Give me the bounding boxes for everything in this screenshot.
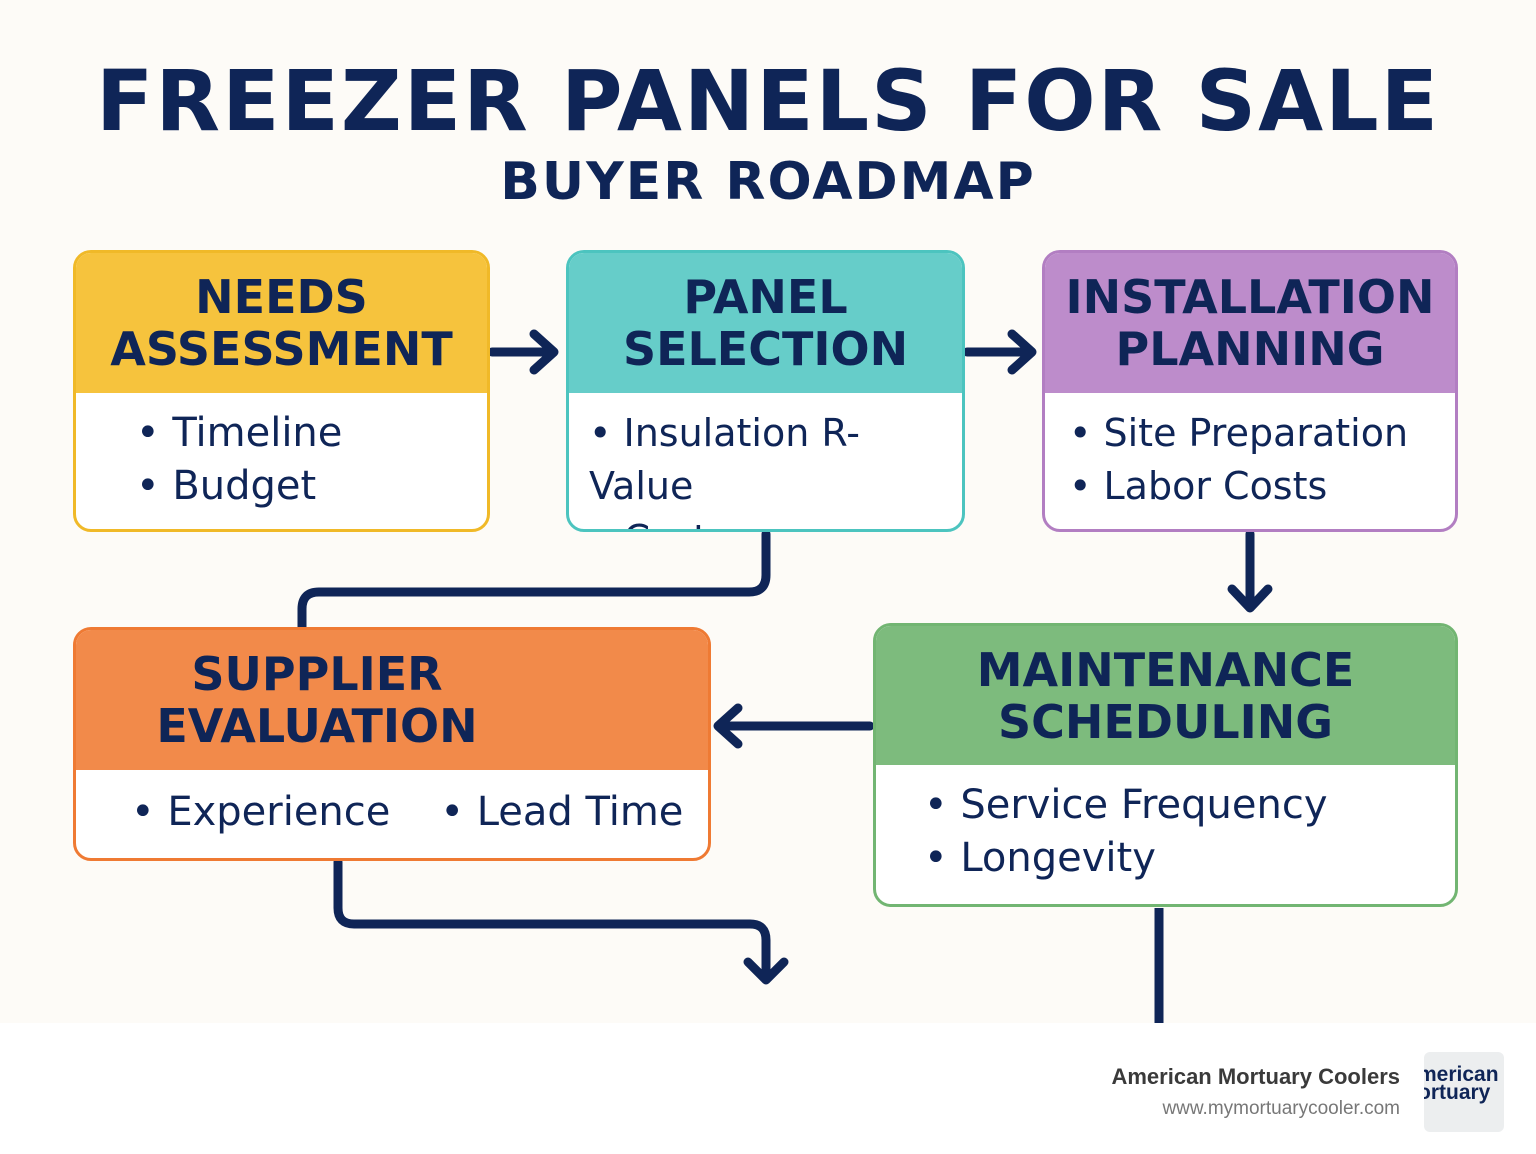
list-item: Timeline [136,407,487,460]
step-supplier-evaluation: SUPPLIER EVALUATION Experience Lead Time [73,627,711,861]
list-item: Experience [131,786,390,839]
list-item: Lead Time [440,786,684,839]
step-needs-assessment: NEEDS ASSESSMENT TimelineBudget [73,250,490,532]
list-item: Service Frequency [924,779,1455,832]
brand-name: American Mortuary Coolers [1111,1064,1400,1089]
arrow-panel-to-installation [962,329,1037,375]
brand-url: www.mymortuarycooler.com [1162,1098,1400,1119]
step-panel-selection: PANEL SELECTION Insulation R-ValueCost [566,250,965,532]
step-title: NEEDS ASSESSMENT [76,253,487,393]
list-item: Site Preparation [1069,407,1455,460]
step-title: MAINTENANCE SCHEDULING [876,626,1455,765]
list-item: Cost [589,513,962,529]
list-item: Longevity [924,832,1455,885]
brand-block: American Mortuary Coolers www.mymortuary… [1111,1064,1400,1120]
connector-panel-to-supplier [297,529,771,632]
step-title: INSTALLATION PLANNING [1045,253,1455,393]
footer [0,1023,1536,1154]
arrow-needs-to-panel [487,329,559,375]
arrow-supplier-out [333,857,789,985]
subtitle: BUYER ROADMAP [500,152,1036,212]
step-title: PANEL SELECTION [569,253,962,393]
main-title: FREEZER PANELS FOR SALE [96,52,1440,150]
list-item: Budget [136,460,487,513]
step-installation-planning: INSTALLATION PLANNING Site PreparationLa… [1042,250,1458,532]
arrow-maintenance-to-supplier [713,703,875,749]
list-item: Labor Costs [1069,460,1455,513]
arrow-installation-to-maintenance [1227,529,1273,613]
list-item: Insulation R-Value [589,407,962,513]
step-title: SUPPLIER EVALUATION [76,630,708,770]
step-maintenance-scheduling: MAINTENANCE SCHEDULING Service Frequency… [873,623,1458,907]
